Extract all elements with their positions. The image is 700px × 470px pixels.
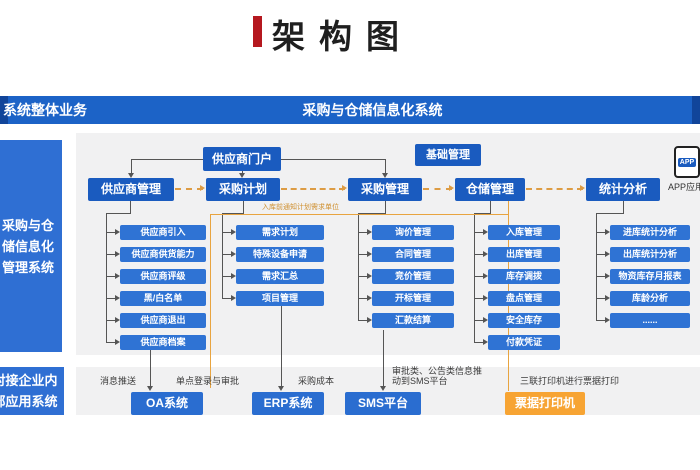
app-badge: APP [677, 157, 697, 167]
tree-stem [130, 201, 131, 213]
sub-module-box: 供应商引入 [106, 225, 206, 240]
sub-module-box: 物资库存月报表 [596, 269, 690, 284]
sms-platform-box: SMS平台 [345, 392, 421, 415]
module-purchase-management: 采购管理 [348, 178, 422, 201]
sub-module-box: 供应商档案 [106, 335, 206, 350]
supplier-portal-box: 供应商门户 [203, 147, 281, 171]
base-management-box: 基础管理 [415, 144, 481, 166]
tree-stem [385, 201, 386, 213]
orange-drop-line-left [210, 214, 211, 388]
column-supplier-items: 供应商引入供应商供货能力供应商评级黑/白名单供应商退出供应商档案 [106, 225, 206, 357]
sub-module-box: 入库管理 [474, 225, 560, 240]
arrow-right-icon [200, 185, 205, 191]
flow-label-message-push: 消息推送 [100, 376, 137, 386]
sub-module-box: 出库管理 [474, 247, 560, 262]
tree-trunk [474, 213, 475, 343]
header-band [0, 96, 700, 124]
sub-module-box: ...... [596, 313, 690, 328]
app-phone-icon: APP [674, 146, 700, 178]
sub-module-box: 开标管理 [358, 291, 454, 306]
connector-to-oa [150, 350, 151, 387]
tree-elbow [474, 213, 491, 214]
tree-elbow [358, 213, 386, 214]
dashed-connector [175, 188, 203, 190]
sub-module-box: 库存调拨 [474, 269, 560, 284]
arrow-down-icon [278, 386, 284, 391]
module-purchase-plan: 采购计划 [206, 178, 280, 201]
portal-right-connector [281, 159, 385, 160]
connector-to-sms [383, 330, 384, 387]
sub-module-box: 需求计划 [222, 225, 324, 240]
sub-module-box: 汇款结算 [358, 313, 454, 328]
title-red-bar [253, 16, 262, 47]
header-edge-right [692, 96, 700, 124]
module-supplier-management: 供应商管理 [88, 178, 174, 201]
header-left-label: 系统整体业务 [3, 102, 87, 118]
sub-module-box: 安全库存 [474, 313, 560, 328]
header-edge-left [0, 96, 8, 124]
orange-annotation-line [210, 214, 508, 215]
tree-trunk [106, 213, 107, 343]
arrow-down-icon [128, 173, 134, 178]
tree-elbow [596, 213, 624, 214]
tree-trunk [596, 213, 597, 321]
sub-module-box: 库龄分析 [596, 291, 690, 306]
tree-elbow [222, 213, 244, 214]
sub-module-box: 合同管理 [358, 247, 454, 262]
arrow-right-icon [449, 185, 454, 191]
sub-module-box: 出库统计分析 [596, 247, 690, 262]
portal-left-drop [131, 159, 132, 174]
sub-module-box: 盘点管理 [474, 291, 560, 306]
flow-label-purchase-cost: 采购成本 [298, 376, 335, 386]
connector-to-erp [281, 306, 282, 387]
page-title: 架构图 [272, 18, 413, 55]
tree-elbow [106, 213, 131, 214]
oa-system-box: OA系统 [131, 392, 203, 415]
tree-stem [623, 201, 624, 213]
tree-stem [243, 201, 244, 213]
sub-module-box: 供应商退出 [106, 313, 206, 328]
tree-trunk [358, 213, 359, 321]
sub-module-box: 进库统计分析 [596, 225, 690, 240]
erp-system-box: ERP系统 [252, 392, 324, 415]
column-warehouse-items: 入库管理出库管理库存调拨盘点管理安全库存付款凭证 [474, 225, 560, 357]
arrow-down-icon [147, 386, 153, 391]
sub-module-box: 询价管理 [358, 225, 454, 240]
app-label: APP应用 [668, 182, 700, 192]
arrow-down-icon [239, 173, 245, 178]
flow-label-sms-push: 审批类、公告类信息推动到SMS平台 [392, 366, 483, 386]
arrow-down-icon [382, 173, 388, 178]
sub-module-box: 供应商评级 [106, 269, 206, 284]
arrow-right-icon [580, 185, 585, 191]
dashed-connector [423, 188, 452, 190]
sub-module-box: 项目管理 [222, 291, 324, 306]
tree-stem [490, 201, 491, 213]
module-statistics-analysis: 统计分析 [586, 178, 660, 201]
column-statistics-items: 进库统计分析出库统计分析物资库存月报表库龄分析...... [596, 225, 690, 335]
flow-label-ticket-print: 三联打印机进行票据打印 [520, 376, 620, 386]
sub-module-box: 付款凭证 [474, 335, 560, 350]
portal-left-connector [131, 159, 203, 160]
sidebar-system-label: 采购与仓储信息化管理系统 [0, 140, 62, 352]
tree-trunk [222, 213, 223, 299]
sub-module-box: 需求汇总 [222, 269, 324, 284]
warehouse-notify-annotation: 入库前通知计划需求单位 [262, 204, 339, 211]
module-warehouse-management: 仓储管理 [455, 178, 525, 201]
header-center-label: 采购与仓储信息化系统 [302, 102, 443, 118]
flow-label-sso-approval: 单点登录与审批 [176, 376, 240, 386]
column-purchase-items: 询价管理合同管理竞价管理开标管理汇款结算 [358, 225, 454, 335]
ticket-printer-box: 票据打印机 [505, 392, 585, 415]
portal-right-drop [385, 159, 386, 174]
sub-module-box: 供应商供货能力 [106, 247, 206, 262]
sidebar-internal-apps-label: 对接企业内部应用系统 [0, 367, 64, 415]
arrow-down-icon [380, 386, 386, 391]
arrow-right-icon [342, 185, 347, 191]
dashed-connector [526, 188, 583, 190]
sub-module-box: 黑/白名单 [106, 291, 206, 306]
column-plan-items: 需求计划特殊设备申请需求汇总项目管理 [222, 225, 324, 313]
sub-module-box: 竞价管理 [358, 269, 454, 284]
dashed-connector [281, 188, 345, 190]
sub-module-box: 特殊设备申请 [222, 247, 324, 262]
